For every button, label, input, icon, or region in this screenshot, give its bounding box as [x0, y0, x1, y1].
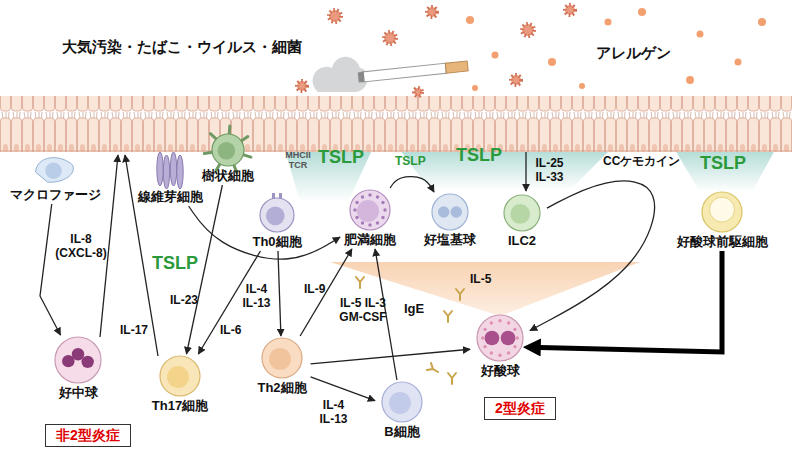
cell-node: マクロファージ	[6, 153, 105, 204]
cell-node: 樹状細胞	[198, 132, 258, 185]
cell-label: 好塩基球	[424, 232, 476, 247]
cytokine-arrow	[530, 251, 722, 352]
cytokine-label: IL-5 IL-3 GM-CSF	[338, 296, 388, 324]
cytokine-label: IL-23	[170, 293, 198, 307]
cytokine-arrow	[40, 204, 60, 335]
cytokine-label: IL-6	[220, 323, 241, 337]
cytokine-label: IgE	[404, 302, 424, 316]
cell-label: 好酸球前駆細胞	[677, 234, 768, 249]
cell-label: マクロファージ	[10, 187, 101, 202]
cell-label: Th17細胞	[152, 398, 208, 413]
inflammation-label: 非2型炎症	[56, 427, 120, 444]
cell-node: 好塩基球	[420, 192, 480, 249]
cell-node: B細胞	[375, 380, 429, 441]
annotation: アレルゲン	[596, 46, 671, 60]
cell-label: 線維芽細胞	[138, 189, 203, 204]
cytokine-label: TSLP	[152, 256, 198, 270]
cytokine-label: TSLP	[395, 154, 426, 168]
cytokine-label: CCケモカイン	[603, 154, 680, 168]
cell-label: 樹状細胞	[202, 168, 254, 183]
cell-icon	[699, 190, 745, 234]
cytokine-label: IL-4 IL-13	[318, 398, 349, 426]
annotation: MHCII TCR	[284, 150, 312, 170]
cell-icon	[52, 335, 104, 385]
cell-node: ILC2	[497, 193, 547, 250]
cell-icon	[209, 132, 247, 168]
cell-node: Th2細胞	[253, 336, 310, 397]
cell-node: 線維芽細胞	[134, 151, 207, 206]
cell-icon	[259, 336, 305, 380]
cytokine-label: IL-8 (CXCL-8)	[54, 232, 108, 260]
cell-node: 好酸球前駆細胞	[673, 190, 772, 251]
cytokine-label: IL-4 IL-13	[241, 282, 272, 310]
cytokine-arrow	[278, 251, 281, 336]
cytokine-label: IL-9	[304, 282, 325, 296]
cell-label: B細胞	[379, 424, 425, 439]
cell-icon	[257, 196, 297, 234]
cell-label: Th0細胞	[252, 234, 301, 249]
annotation: IL-17	[120, 323, 148, 337]
cell-node: 好中球	[48, 335, 108, 402]
annotation: IL-25 IL-33	[534, 156, 565, 184]
inflammation-box: 非2型炎症	[45, 424, 131, 447]
inflammation-box: 2型炎症	[484, 397, 556, 420]
cell-label: 肥満細胞	[344, 232, 396, 247]
cytokine-arrow	[311, 377, 375, 401]
cell-icon	[501, 193, 543, 233]
cell-icon	[157, 354, 203, 398]
cell-icon	[347, 188, 393, 232]
cell-node: 好酸球	[470, 313, 530, 380]
annotation: IL-5	[470, 272, 491, 286]
annotation: TSLP	[700, 156, 746, 170]
cytokine-arrow	[530, 181, 655, 331]
cell-icon	[429, 192, 471, 232]
cytokine-arrow	[390, 177, 434, 192]
cell-label: Th2細胞	[257, 380, 306, 395]
cell-icon	[37, 153, 73, 187]
inflammation-label: 2型炎症	[495, 400, 545, 417]
cell-icon	[474, 313, 526, 363]
cell-node: 肥満細胞	[340, 188, 400, 249]
cell-node: Th0細胞	[248, 196, 305, 251]
cell-icon	[150, 151, 190, 189]
cell-node: Th17細胞	[148, 354, 212, 415]
cell-label: 好酸球	[474, 363, 526, 378]
cell-label: ILC2	[501, 233, 543, 248]
cell-icon	[379, 380, 425, 424]
cytokine-arrow	[311, 349, 470, 364]
annotation: 大気汚染・たばこ・ウイルス・細菌	[62, 40, 302, 54]
annotation: TSLP	[456, 148, 502, 162]
cell-label: 好中球	[52, 385, 104, 400]
annotation: TSLP	[318, 150, 364, 164]
